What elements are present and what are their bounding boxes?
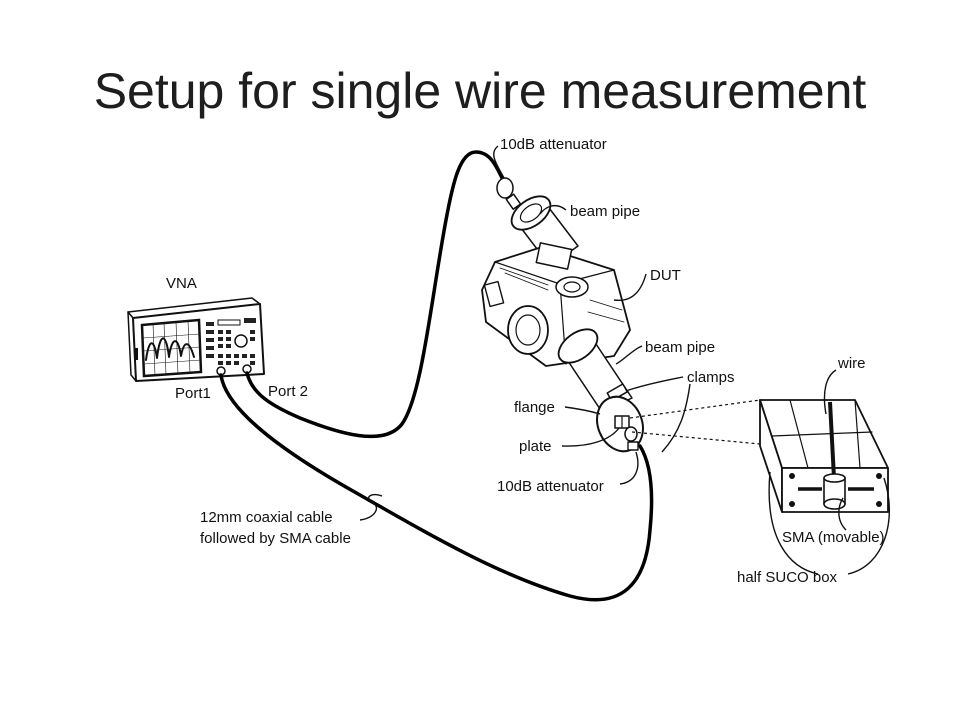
label-flange: flange: [514, 399, 555, 416]
label-vna: VNA: [166, 275, 197, 292]
vna-knob: [234, 334, 248, 348]
projection-line-top: [629, 399, 761, 419]
wire-part: [828, 401, 836, 479]
label-beam-pipe-top: beam pipe: [570, 203, 640, 220]
label-suco-box: half SUCO box: [737, 569, 838, 586]
label-dut: DUT: [650, 267, 681, 284]
upper-attenuator: [496, 177, 522, 210]
vna-button-panel: [206, 318, 256, 365]
projection-line-bottom: [631, 431, 761, 445]
label-attenuator-bottom: 10dB attenuator: [497, 478, 604, 495]
label-cable-line1: 12mm coaxial cable: [200, 509, 333, 526]
vna-instrument: [127, 297, 265, 382]
vna-waveform: [145, 337, 195, 361]
port2-cable: [245, 150, 505, 439]
label-wire: wire: [837, 355, 866, 372]
label-plate: plate: [519, 438, 552, 455]
label-clamps: clamps: [687, 369, 735, 386]
dut-body: [481, 242, 631, 367]
label-cable-line2: followed by SMA cable: [200, 530, 351, 547]
lower-attenuator: [624, 426, 639, 451]
label-attenuator-top: 10dB attenuator: [500, 136, 607, 153]
sma-connector-part: [823, 473, 846, 510]
slide-title: Setup for single wire measurement: [93, 63, 867, 119]
port1-cable: [219, 373, 654, 602]
label-port2: Port 2: [268, 383, 308, 400]
label-port1: Port1: [175, 385, 211, 402]
label-sma: SMA (movable): [782, 529, 885, 546]
vna-side-slot: [134, 348, 138, 360]
leader-lines: [359, 145, 891, 575]
half-suco-box: [759, 399, 889, 513]
label-beam-pipe-bottom: beam pipe: [645, 339, 715, 356]
